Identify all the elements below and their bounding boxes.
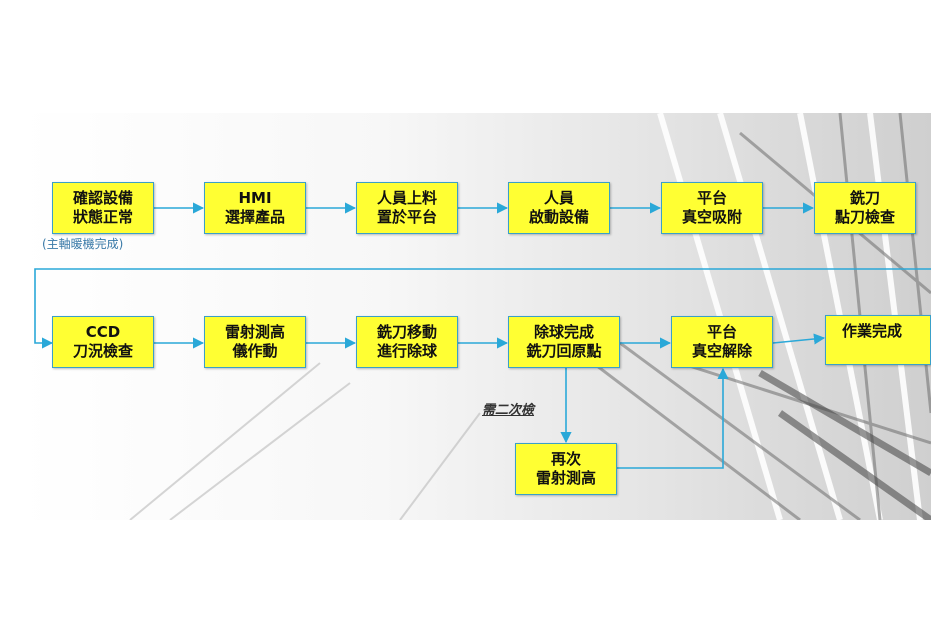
flowchart-canvas: 確認設備 狀態正常 (主軸暖機完成) HMI 選擇產品 人員上料 置於平台 人員… — [20, 113, 931, 520]
step-line: 銑刀回原點 — [526, 342, 602, 360]
step-line: 銑刀 — [849, 189, 880, 207]
step-vacuum-hold: 平台 真空吸附 — [661, 182, 763, 234]
step-vacuum-release: 平台 真空解除 — [671, 316, 773, 368]
step-line: 平台 — [706, 323, 737, 341]
step-confirm-equipment: 確認設備 狀態正常 — [52, 182, 154, 234]
step-line: 啟動設備 — [528, 208, 589, 226]
step-line: 人員 — [543, 189, 574, 207]
step-hmi-select-product: HMI 選擇產品 — [204, 182, 306, 234]
step-line: 確認設備 — [72, 189, 133, 207]
step-laser-height-again: 再次 雷射測高 — [515, 443, 617, 495]
step-line: 狀態正常 — [72, 208, 133, 226]
step-line: 選擇產品 — [224, 208, 285, 226]
step-line: HMI — [238, 189, 272, 207]
step-cutter-move: 銑刀移動 進行除球 — [356, 316, 458, 368]
step-line: 平台 — [696, 189, 727, 207]
step-line: 置於平台 — [376, 208, 437, 226]
step-line: 雷射測高 — [535, 469, 596, 487]
step-ccd-inspection: CCD 刀況檢查 — [52, 316, 154, 368]
step-load-material: 人員上料 置於平台 — [356, 182, 458, 234]
step-line: 點刀檢查 — [834, 208, 895, 226]
step-line: 人員上料 — [376, 189, 437, 207]
step-line: 除球完成 — [533, 323, 594, 341]
step-line: 刀況檢查 — [72, 342, 133, 360]
step-cutter-check: 銑刀 點刀檢查 — [814, 182, 916, 234]
step-start-equipment: 人員 啟動設備 — [508, 182, 610, 234]
step-line: 真空吸附 — [681, 208, 742, 226]
step-line: CCD — [85, 323, 121, 341]
step-ball-removal-done: 除球完成 銑刀回原點 — [508, 316, 620, 368]
step-line: 進行除球 — [376, 342, 437, 360]
step-line: 真空解除 — [691, 342, 752, 360]
step-line: 作業完成 — [842, 322, 903, 340]
step-laser-height: 雷射測高 儀作動 — [204, 316, 306, 368]
branch-label: 需二次檢 — [482, 403, 535, 418]
step-line: 雷射測高 — [224, 323, 285, 341]
step-job-complete: 作業完成 — [825, 315, 931, 365]
flow-arrows — [34, 202, 931, 469]
step-line: 儀作動 — [232, 342, 278, 360]
step-line: 銑刀移動 — [376, 323, 437, 341]
warmup-note: (主軸暖機完成) — [42, 237, 124, 251]
arrow-s11-s12 — [772, 333, 826, 345]
arrow-s6-s7-return — [34, 268, 931, 349]
background-architecture-image — [129, 113, 931, 520]
step-line: 再次 — [550, 450, 581, 468]
arrow-s13-s11 — [617, 367, 729, 469]
